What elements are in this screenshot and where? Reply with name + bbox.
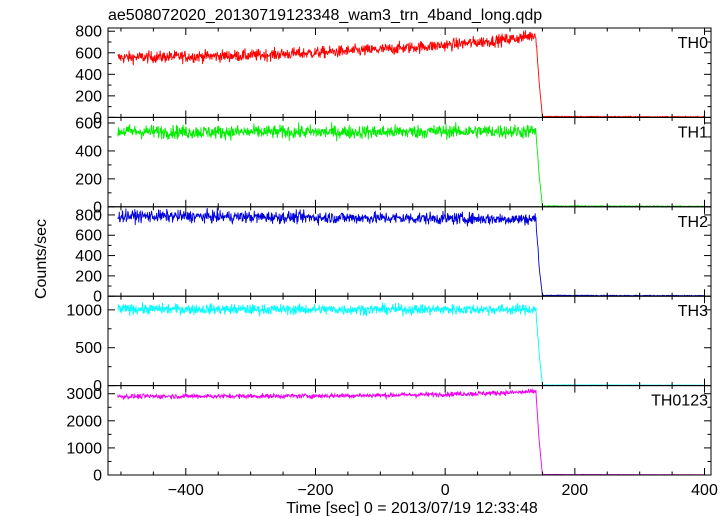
y-tick-label: 800 bbox=[75, 24, 102, 41]
panel-frame bbox=[107, 27, 712, 118]
panel-label-th2: TH2 bbox=[678, 214, 708, 231]
y-tick-label: 3000 bbox=[66, 386, 102, 403]
series-line-th2 bbox=[117, 207, 705, 297]
series-line-th0 bbox=[117, 30, 705, 119]
panel-label-th1: TH1 bbox=[678, 124, 708, 141]
series-line-th0123 bbox=[117, 388, 705, 476]
y-tick-label: 600 bbox=[75, 45, 102, 62]
x-tick-label: 400 bbox=[691, 482, 718, 499]
y-tick-label: 0 bbox=[93, 199, 102, 216]
y-tick-label: 800 bbox=[75, 207, 102, 224]
y-tick-label: 200 bbox=[75, 88, 102, 105]
x-tick-label: −200 bbox=[297, 482, 333, 499]
y-tick-label: 0 bbox=[93, 378, 102, 395]
series-line-th3 bbox=[117, 302, 705, 387]
panel-label-th0: TH0 bbox=[678, 35, 708, 52]
chart-panels: 0200400600800TH00200400600TH102004006008… bbox=[66, 24, 712, 485]
y-tick-label: 400 bbox=[75, 67, 102, 84]
y-tick-label: 1000 bbox=[66, 302, 102, 319]
x-tick-label: 0 bbox=[441, 482, 450, 499]
y-tick-label: 200 bbox=[75, 268, 102, 285]
y-tick-label: 600 bbox=[75, 115, 102, 132]
y-tick-label: 400 bbox=[75, 143, 102, 160]
y-tick-label: 200 bbox=[75, 171, 102, 188]
y-tick-label: 2000 bbox=[66, 413, 102, 430]
panel-th3: 0 500 1000 TH3 bbox=[66, 295, 712, 395]
panel-label-th0123: TH0123 bbox=[651, 393, 708, 410]
y-tick-label: 0 bbox=[93, 289, 102, 306]
y-tick-label: 600 bbox=[75, 228, 102, 245]
y-tick-label: 0 bbox=[93, 468, 102, 485]
panel-frame bbox=[107, 385, 712, 476]
panel-label-th3: TH3 bbox=[678, 303, 708, 320]
x-tick-label: −400 bbox=[168, 482, 204, 499]
y-tick-label: 1000 bbox=[66, 440, 102, 457]
x-axis-label: Time [sec] 0 = 2013/07/19 12:33:48 bbox=[286, 500, 538, 516]
x-axis: −400 −200 0 200 400 bbox=[168, 482, 718, 499]
y-tick-label: 0 bbox=[93, 110, 102, 127]
y-axis-label: Counts/sec bbox=[33, 219, 50, 299]
x-tick-label: 200 bbox=[561, 482, 588, 499]
y-tick-label: 500 bbox=[75, 340, 102, 357]
series-line-th1 bbox=[117, 121, 705, 208]
panel-th0123: 0 1000 2000 3000 TH0123 bbox=[66, 385, 712, 485]
y-tick-label: 400 bbox=[75, 248, 102, 265]
chart-title: ae508072020_20130719123348_wam3_trn_4ban… bbox=[108, 7, 542, 24]
panel-th2: 0 200 400 600 800 TH2 bbox=[75, 206, 712, 306]
